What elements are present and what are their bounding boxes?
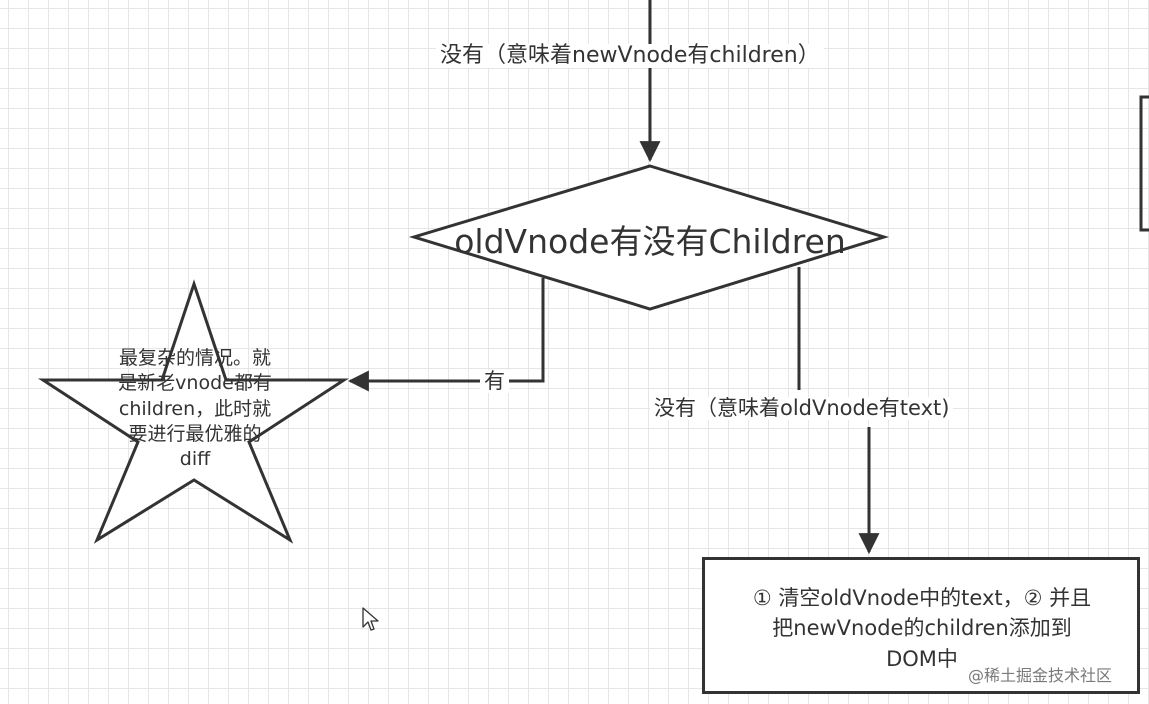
star-label-line: diff (179, 448, 211, 471)
watermark: @稀土掘金技术社区 (966, 662, 1115, 686)
star-shape[interactable] (37, 279, 350, 544)
process-label-line: DOM中 (886, 646, 958, 671)
star-label-line: 最复杂的情况。就 (118, 347, 271, 369)
yes-branch-connector (347, 278, 545, 392)
edge-label-no-children: 没有（意味着newVnode有children） (436, 43, 824, 69)
star-label: 最复杂的情况。就 是新老vnode都有 children，此时就 要进行最优雅的… (92, 346, 298, 472)
mouse-pointer-icon (362, 607, 379, 631)
process-label: ① 清空oldVnode中的text，② 并且 把newVnode的childr… (712, 583, 1132, 674)
star-label-line: 要进行最优雅的 (128, 422, 262, 445)
star-label-line: 是新老vnode都有 (118, 372, 272, 395)
decision-label: oldVnode有没有Children (454, 222, 846, 261)
edge-label-yes: 有 (480, 369, 509, 394)
star-label-line: children，此时就 (118, 397, 272, 420)
offscreen-box-edge (1139, 95, 1149, 232)
edge-label-no-text: 没有（意味着oldVnode有text) (650, 396, 954, 421)
process-label-line: 把newVnode的children添加到 (772, 616, 1072, 641)
process-label-line: ① 清空oldVnode中的text，② 并且 (752, 586, 1092, 610)
decision-diamond[interactable] (408, 164, 890, 311)
